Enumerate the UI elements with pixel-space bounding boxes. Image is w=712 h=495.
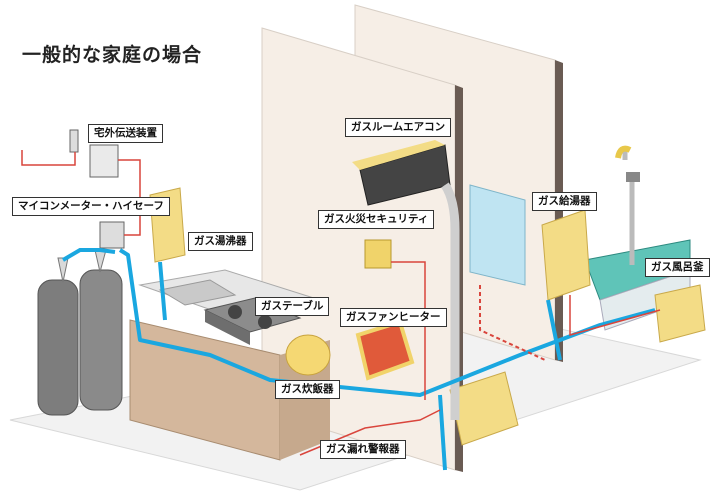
burner-right <box>258 315 272 329</box>
window <box>469 184 526 286</box>
label-takugai: 宅外伝送装置 <box>88 124 163 143</box>
transmitter-antenna <box>69 129 79 153</box>
gas-pipe-boiler <box>546 299 562 361</box>
shower-holder <box>626 172 640 182</box>
micom-meter <box>99 221 125 249</box>
gas-pipe-cylinders <box>61 248 116 262</box>
gas-cylinder-left <box>37 279 79 416</box>
cylinder-valve-left <box>57 257 69 283</box>
gas-pipe-aircon <box>438 394 447 471</box>
aircon-top <box>352 140 445 170</box>
rice-cooker <box>285 334 331 376</box>
cylinder-valve-right <box>94 249 107 273</box>
page-title: 一般的な家庭の場合 <box>22 44 203 66</box>
sink <box>158 279 237 306</box>
label-micom-meter: マイコンメーター・ハイセーフ <box>12 197 170 216</box>
label-fan-heater: ガスファンヒーター <box>340 308 447 327</box>
gas-pipe-heater <box>158 261 167 321</box>
wall-back-edge <box>555 60 563 362</box>
shower-pipe <box>622 150 635 265</box>
label-water-heater: ガス湯沸器 <box>188 232 253 251</box>
shower-head <box>615 145 632 159</box>
label-aircon: ガスルームエアコン <box>345 118 452 137</box>
gas-cylinder-right <box>79 269 123 411</box>
transmitter-device <box>89 144 119 178</box>
gas-boiler <box>541 209 591 301</box>
exhaust-duct <box>441 182 460 420</box>
outdoor-unit <box>449 371 519 446</box>
label-boiler: ガス給湯器 <box>532 192 597 211</box>
signal-wire-bath <box>569 295 661 336</box>
label-bath-boiler: ガス風呂釜 <box>645 258 710 277</box>
signal-wire-boiler <box>479 285 546 361</box>
burner-left <box>228 305 242 319</box>
bath-boiler <box>654 284 706 343</box>
gas-table-front <box>205 310 250 345</box>
label-fire-security: ガス火災セキュリティ <box>318 210 435 229</box>
gas-pipe-main <box>118 248 656 397</box>
gas-table <box>203 297 302 333</box>
signal-wire-fire <box>391 261 426 400</box>
fire-security-device <box>364 239 392 269</box>
label-gas-alarm: ガス漏れ警報器 <box>320 440 406 459</box>
label-gas-table: ガステーブル <box>255 297 330 316</box>
label-rice-cooker: ガス炊飯器 <box>275 380 340 399</box>
